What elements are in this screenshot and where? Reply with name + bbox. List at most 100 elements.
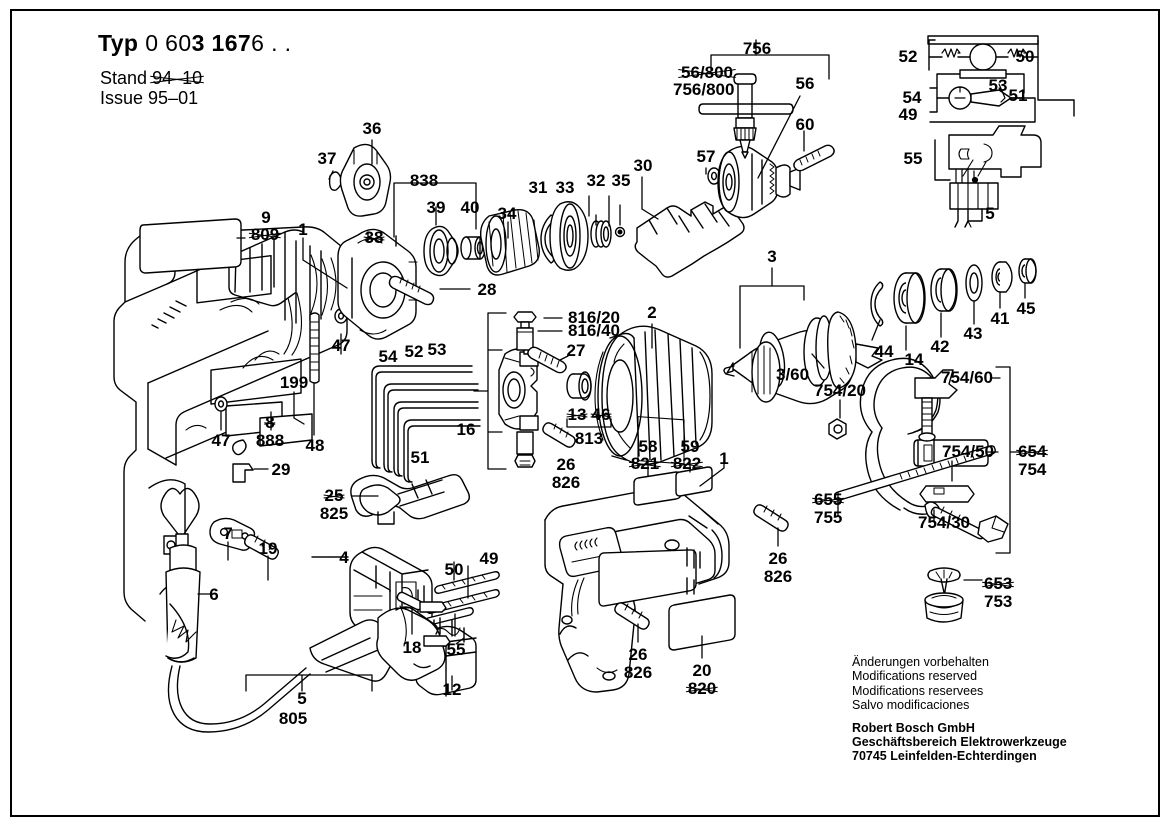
label-825: 825 [319,504,349,523]
label-34: 34 [497,204,517,223]
label-31: 31 [528,178,548,197]
label-53b: 53 [988,76,1008,95]
label-46: 46 [591,405,611,424]
label-25: 25 [324,486,344,505]
label-12: 12 [442,680,462,699]
page-title: Typ 0 603 1676 . . [98,30,291,57]
label-14: 14 [904,350,924,369]
label-838: 838 [409,171,439,190]
label-54b: 54 [902,88,922,107]
typ-number-bold: 3 167 [191,30,252,56]
company-name: Robert Bosch GmbH [852,720,975,735]
label-1-body: 1 [719,449,729,468]
label-9: 9 [261,208,271,227]
stand-label: Stand [100,68,148,88]
label-754: 754 [1018,460,1047,479]
label-820: 820 [687,679,717,698]
label-56-800: 56/800 [681,63,733,82]
label-26a: 26 [556,455,576,474]
label-13: 13 [567,405,587,424]
label-7: 7 [223,524,233,543]
label-822: 822 [672,454,702,473]
label-57: 57 [696,147,716,166]
label-6: 6 [209,585,219,604]
label-55b: 55 [446,640,466,659]
label-39: 39 [426,198,446,217]
label-49b: 49 [479,549,499,568]
label-49a: 49 [898,105,918,124]
label-655: 655 [814,490,843,509]
label-5: 5 [297,689,307,708]
label-53a: 53 [427,340,447,359]
label-1-housing: 1 [298,220,308,239]
label-30: 30 [633,156,653,175]
label-754-30: 754/30 [918,513,970,532]
typ-prefix: Typ [98,30,139,56]
label-826b: 826 [763,567,793,586]
label-654: 654 [1018,442,1047,461]
footer-line-fr: Modifications reservees [852,683,984,698]
label-52a: 52 [404,342,424,361]
stand-line: Stand 94–10 [100,68,202,89]
label-55a: 55 [903,149,923,168]
label-40: 40 [460,198,480,217]
label-29: 29 [271,460,291,479]
label-60: 60 [795,115,815,134]
typ-number-plain-1: 0 60 [145,30,192,56]
label-20: 20 [692,661,712,680]
label-653: 653 [984,574,1013,593]
label-44: 44 [874,342,894,361]
label-59: 59 [680,437,700,456]
company-division: Geschäftsbereich Elektrowerkzeuge [852,735,1067,750]
label-16: 16 [456,420,476,439]
label-26c: 26 [628,645,648,664]
label-754-50: 754/50 [942,442,994,461]
label-48: 48 [305,436,325,455]
stand-value-struck: 94–10 [152,68,203,88]
typ-number-plain-2: 6 . . [251,30,292,56]
label-816-20: 816/20 [568,308,620,327]
label-826a: 826 [551,473,581,492]
label-45: 45 [1016,299,1036,318]
label-756-800: 756/800 [673,80,735,99]
label-805: 805 [278,709,308,728]
label-826c: 826 [623,663,653,682]
issue-line: Issue 95–01 [100,88,198,109]
label-756: 756 [742,39,772,58]
label-199: 199 [279,373,309,392]
label-36: 36 [362,119,382,138]
label-51a: 51 [410,448,430,467]
footer-line-en: Modifications reserved [852,669,978,684]
label-47a: 47 [331,336,351,355]
label-816-40: 816/40 [568,321,620,340]
label-18: 18 [402,638,422,657]
label-37: 37 [317,149,337,168]
label-26b: 26 [768,549,788,568]
label-4: 4 [339,548,349,567]
label-54a: 54 [378,347,398,366]
label-32: 32 [586,171,606,190]
label-50b: 50 [444,560,464,579]
footer-notice: Änderungen vorbehalten Modifications res… [852,655,1067,764]
footer-line-de: Änderungen vorbehalten [852,655,989,669]
page-border [10,9,1160,817]
label-888: 888 [255,431,285,450]
label-51b: 51 [1008,86,1028,105]
label-28: 28 [477,280,497,299]
company-address: 70745 Leinfelden-Echterdingen [852,749,1037,764]
label-41: 41 [990,309,1010,328]
label-753: 753 [984,592,1013,611]
label-52b: 52 [898,47,918,66]
label-33: 33 [555,178,575,197]
label-42: 42 [930,337,950,356]
label-3-armature: 3 [767,247,777,266]
label-8: 8 [265,413,275,432]
label-813: 813 [574,429,604,448]
label-2-stator: 2 [647,303,657,322]
label-809: 809 [250,225,280,244]
label-754-20: 754/20 [814,381,866,400]
issue-label: Issue [100,88,144,108]
label-3-60: 3/60 [776,365,810,384]
label-58: 58 [638,437,658,456]
